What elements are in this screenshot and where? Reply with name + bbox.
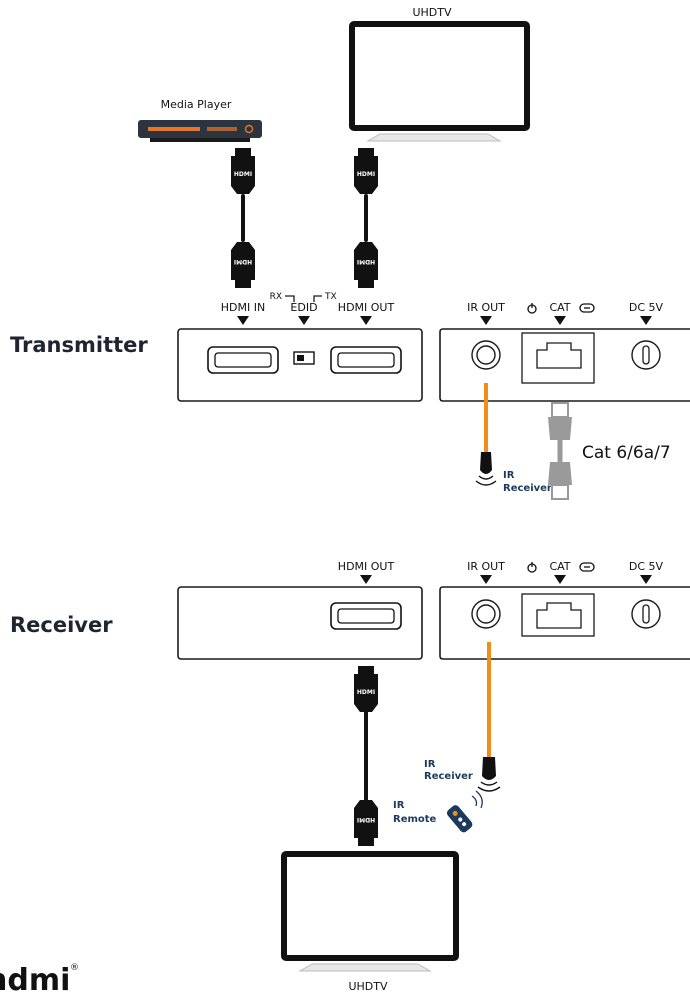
uhdtv-bottom: UHDTV	[281, 851, 459, 993]
remote-icon	[446, 805, 473, 833]
receiver-front-panel	[177, 586, 423, 660]
tx-dc-label: DC 5V	[629, 301, 664, 314]
cat-cable-label: Cat 6/6a/7	[582, 443, 671, 463]
transmitter-title: Transmitter	[10, 333, 148, 357]
media-player: Media Player	[138, 98, 262, 142]
hdmi-logo: hdmi ®	[0, 963, 79, 995]
rx-ir-out-label: IR OUT	[467, 560, 505, 573]
tx-rx-label: RX	[270, 292, 282, 302]
tx-ir-out-label: IR OUT	[467, 301, 505, 314]
transmitter-front-panel	[177, 328, 423, 402]
hdmi-cable-tv-bottom	[354, 666, 378, 846]
rx-cat-label: CAT	[549, 560, 570, 573]
tx-hdmi-out-label: HDMI OUT	[338, 301, 395, 314]
tx-edid-label: EDID	[290, 301, 317, 314]
svg-text:Receiver: Receiver	[424, 771, 473, 782]
power-icon	[527, 562, 537, 573]
svg-text:hdmi: hdmi	[0, 963, 70, 995]
receiver-rear-panel	[439, 586, 690, 660]
receiver-title: Receiver	[10, 613, 113, 637]
media-player-label: Media Player	[161, 98, 232, 111]
transmitter-rear-panel	[439, 328, 690, 402]
uhdtv-top: UHDTV	[349, 6, 530, 142]
hdmi-cable-tv-top	[354, 148, 378, 288]
tx-tx-label: TX	[324, 292, 337, 302]
hdmi-cable-player	[231, 148, 255, 288]
svg-text:Receiver: Receiver	[503, 483, 552, 494]
svg-text:Remote: Remote	[393, 814, 437, 825]
svg-text:IR: IR	[393, 800, 405, 811]
rx-hdmi-out-label: HDMI OUT	[338, 560, 395, 573]
ir-receiver-top: IR Receiver	[475, 452, 552, 494]
svg-text:®: ®	[70, 963, 79, 973]
tx-cat-label: CAT	[549, 301, 570, 314]
svg-text:IR: IR	[503, 470, 515, 481]
link-icon	[579, 562, 595, 572]
ir-remote: IR Remote	[393, 790, 483, 833]
link-icon	[579, 303, 595, 313]
uhdtv-top-label: UHDTV	[412, 6, 452, 19]
ir-receiver-bottom: IR Receiver	[424, 757, 501, 792]
svg-text:IR: IR	[424, 759, 436, 770]
uhdtv-bottom-label: UHDTV	[348, 980, 388, 993]
rx-dc-label: DC 5V	[629, 560, 664, 573]
power-icon	[527, 303, 537, 314]
tx-hdmi-in-label: HDMI IN	[221, 301, 265, 314]
cat-cable: Cat 6/6a/7	[548, 402, 671, 500]
